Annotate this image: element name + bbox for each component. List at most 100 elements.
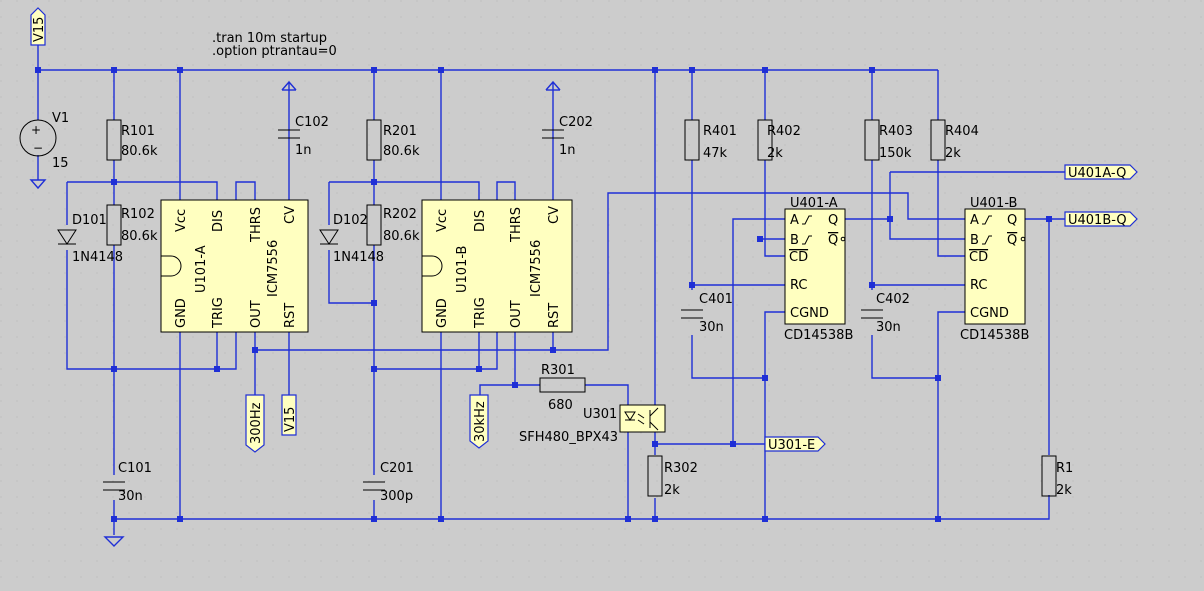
flag-300hz-label: 300Hz <box>249 402 264 444</box>
r404-value: 2k <box>945 146 961 161</box>
net-flag-u401a-q[interactable]: U401A-Q <box>1064 164 1138 181</box>
u101a-pin-gnd: GND <box>174 298 189 328</box>
u401a-pin-a: A <box>790 213 799 228</box>
c402-value: 30n <box>876 320 901 335</box>
net-flag-300hz[interactable]: 300Hz <box>245 394 265 453</box>
resistor-r202[interactable]: R202 80.6k <box>366 204 420 246</box>
resistor-r101[interactable]: R101 80.6k <box>106 119 158 161</box>
optocoupler-u301[interactable]: U301 SFH480_BPX43 <box>519 404 666 445</box>
u101a-pin-dis: DIS <box>211 210 226 232</box>
resistor-r401[interactable]: R401 47k <box>684 119 737 161</box>
c201-value: 300p <box>380 489 413 504</box>
r1-value: 2k <box>1056 483 1072 498</box>
d101-value: 1N4148 <box>72 250 123 265</box>
capacitor-c201[interactable]: C201 300p <box>363 461 414 504</box>
u101b-pin-vcc: Vcc <box>435 209 450 232</box>
u401b-pin-b: B <box>970 233 979 248</box>
u401a-pin-rc: RC <box>790 278 807 293</box>
resistor-r302[interactable]: R302 2k <box>647 455 698 498</box>
spice-directive-tran[interactable]: .tran 10m startup <box>212 31 327 46</box>
u401a-pin-b: B <box>790 233 799 248</box>
u101a-pin-trig: TRIG <box>211 297 226 329</box>
resistor-r1[interactable]: R1 2k <box>1041 455 1073 498</box>
c102-id: C102 <box>295 115 329 130</box>
resistor-r102[interactable]: R102 80.6k <box>106 204 158 246</box>
u101a-part: ICM7556 <box>266 240 281 297</box>
v1-value: 15 <box>52 156 69 171</box>
capacitor-c102[interactable]: C102 1n <box>278 115 329 158</box>
d102-id: D102 <box>333 213 368 228</box>
r402-id: R402 <box>767 124 801 139</box>
resistor-r301[interactable]: R301 680 <box>539 363 586 413</box>
r403-value: 150k <box>879 146 912 161</box>
u101b-pin-gnd: GND <box>435 298 450 328</box>
u301-id: U301 <box>583 407 617 422</box>
r202-value: 80.6k <box>383 229 420 244</box>
flag-30khz-label: 30kHz <box>473 401 488 442</box>
r202-id: R202 <box>383 207 417 222</box>
capacitor-c101[interactable]: C101 30n <box>103 461 152 504</box>
u401a-pin-q: Q <box>828 213 838 228</box>
u401b-pin-qbar: Q <box>1007 233 1017 248</box>
c402-id: C402 <box>876 292 910 307</box>
r101-id: R101 <box>121 124 155 139</box>
u401a-part: CD14538B <box>784 328 853 343</box>
ground-symbol-main <box>103 536 125 547</box>
u101a-pin-rst: RST <box>283 303 298 328</box>
resistor-r402[interactable]: R402 2k <box>757 119 801 161</box>
c401-id: C401 <box>699 292 733 307</box>
net-flag-u301-e[interactable]: U301-E <box>764 436 826 453</box>
r201-id: R201 <box>383 124 417 139</box>
v1-name: V1 <box>52 111 69 126</box>
u101a-pin-out: OUT <box>249 300 264 328</box>
resistor-r403[interactable]: R403 150k <box>864 119 913 161</box>
flag-v15-bottom-label: V15 <box>283 407 298 432</box>
voltage-source-v1[interactable]: + − V1 15 <box>19 111 69 171</box>
net-flag-v15-bottom[interactable]: V15 <box>281 394 298 436</box>
u401b-pin-rc: RC <box>970 278 987 293</box>
u101a-pin-vcc: Vcc <box>174 209 189 232</box>
u101a-pin-thrs: THRS <box>249 207 264 243</box>
ground-symbol-c102 <box>281 80 297 91</box>
diode-d101[interactable]: D101 1N4148 <box>57 213 123 265</box>
resistor-r404[interactable]: R404 2k <box>930 119 979 161</box>
u401a-pin-cgnd: CGND <box>790 306 829 321</box>
timer-u101-b[interactable]: Vcc DIS THRS CV GND TRIG OUT RST U101-B … <box>421 199 573 333</box>
u101a-id: U101-A <box>194 245 209 293</box>
capacitor-c202[interactable]: C202 1n <box>542 115 593 158</box>
svg-text:−: − <box>33 141 43 155</box>
u401a-pin-cd: CD <box>789 250 808 265</box>
u101b-pin-dis: DIS <box>473 210 488 232</box>
capacitor-c402[interactable]: C402 30n <box>861 292 910 335</box>
u101b-pin-thrs: THRS <box>509 207 524 243</box>
flag-u301-e-label: U301-E <box>768 438 815 453</box>
c101-id: C101 <box>118 461 152 476</box>
net-flag-v15-top[interactable]: V15 <box>30 7 47 46</box>
diode-d102[interactable]: D102 1N4148 <box>319 213 384 265</box>
r404-id: R404 <box>945 124 979 139</box>
net-flag-u401b-q[interactable]: U401B-Q <box>1064 211 1138 228</box>
u401b-pin-cgnd: CGND <box>970 306 1009 321</box>
r102-id: R102 <box>121 207 155 222</box>
capacitor-c401[interactable]: C401 30n <box>681 292 733 335</box>
c202-value: 1n <box>559 143 576 158</box>
net-flag-30khz[interactable]: 30kHz <box>469 394 489 449</box>
u401b-part: CD14538B <box>960 328 1029 343</box>
r302-id: R302 <box>664 461 698 476</box>
u401b-pin-a: A <box>970 213 979 228</box>
ground-symbol-v1 <box>29 179 47 190</box>
junction-dots <box>35 67 1052 522</box>
timer-u101-a[interactable]: Vcc DIS THRS CV GND TRIG OUT RST U101-A … <box>160 199 309 333</box>
r401-value: 47k <box>703 146 728 161</box>
monostable-u401-a[interactable]: U401-A A B CD RC CGND Q Q CD14538B <box>784 196 853 343</box>
r102-value: 80.6k <box>121 229 158 244</box>
resistor-r201[interactable]: R201 80.6k <box>366 119 420 161</box>
flag-u401a-q-label: U401A-Q <box>1068 166 1126 181</box>
spice-directive-option[interactable]: .option ptrantau=0 <box>212 44 337 59</box>
svg-text:+: + <box>31 123 41 137</box>
r402-value: 2k <box>767 146 783 161</box>
r302-value: 2k <box>664 483 680 498</box>
u401b-id: U401-B <box>970 196 1017 211</box>
monostable-u401-b[interactable]: U401-B A B CD RC CGND Q Q CD14538B <box>960 196 1029 343</box>
